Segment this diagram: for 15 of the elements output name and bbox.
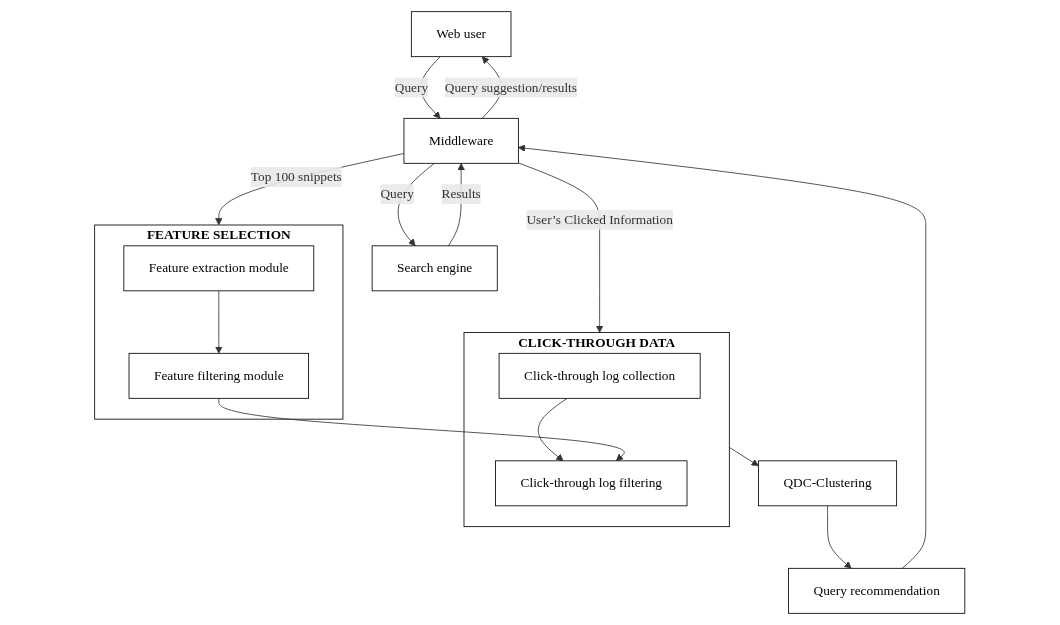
edge-label: Results [441, 186, 482, 201]
node-box: Feature extraction module [123, 245, 315, 292]
node-box: Feature filtering module [128, 352, 310, 399]
node-box: Web user [411, 11, 512, 58]
node-box: QDC-Clustering [758, 460, 898, 507]
node-box: Query recommendation [788, 567, 966, 614]
edge-label: User’s Clicked Information [526, 212, 674, 227]
node-box: Click-through log filtering [495, 460, 688, 507]
node-box: Search engine [371, 245, 498, 292]
node-box: Click-through log collection [498, 352, 701, 399]
edge-label: Top 100 snippets [251, 169, 343, 184]
edge-label: Query [380, 186, 415, 201]
node-box: Middleware [403, 117, 520, 164]
edge-label: Query [395, 80, 429, 95]
edge-label: Query suggestion/results [445, 80, 578, 95]
